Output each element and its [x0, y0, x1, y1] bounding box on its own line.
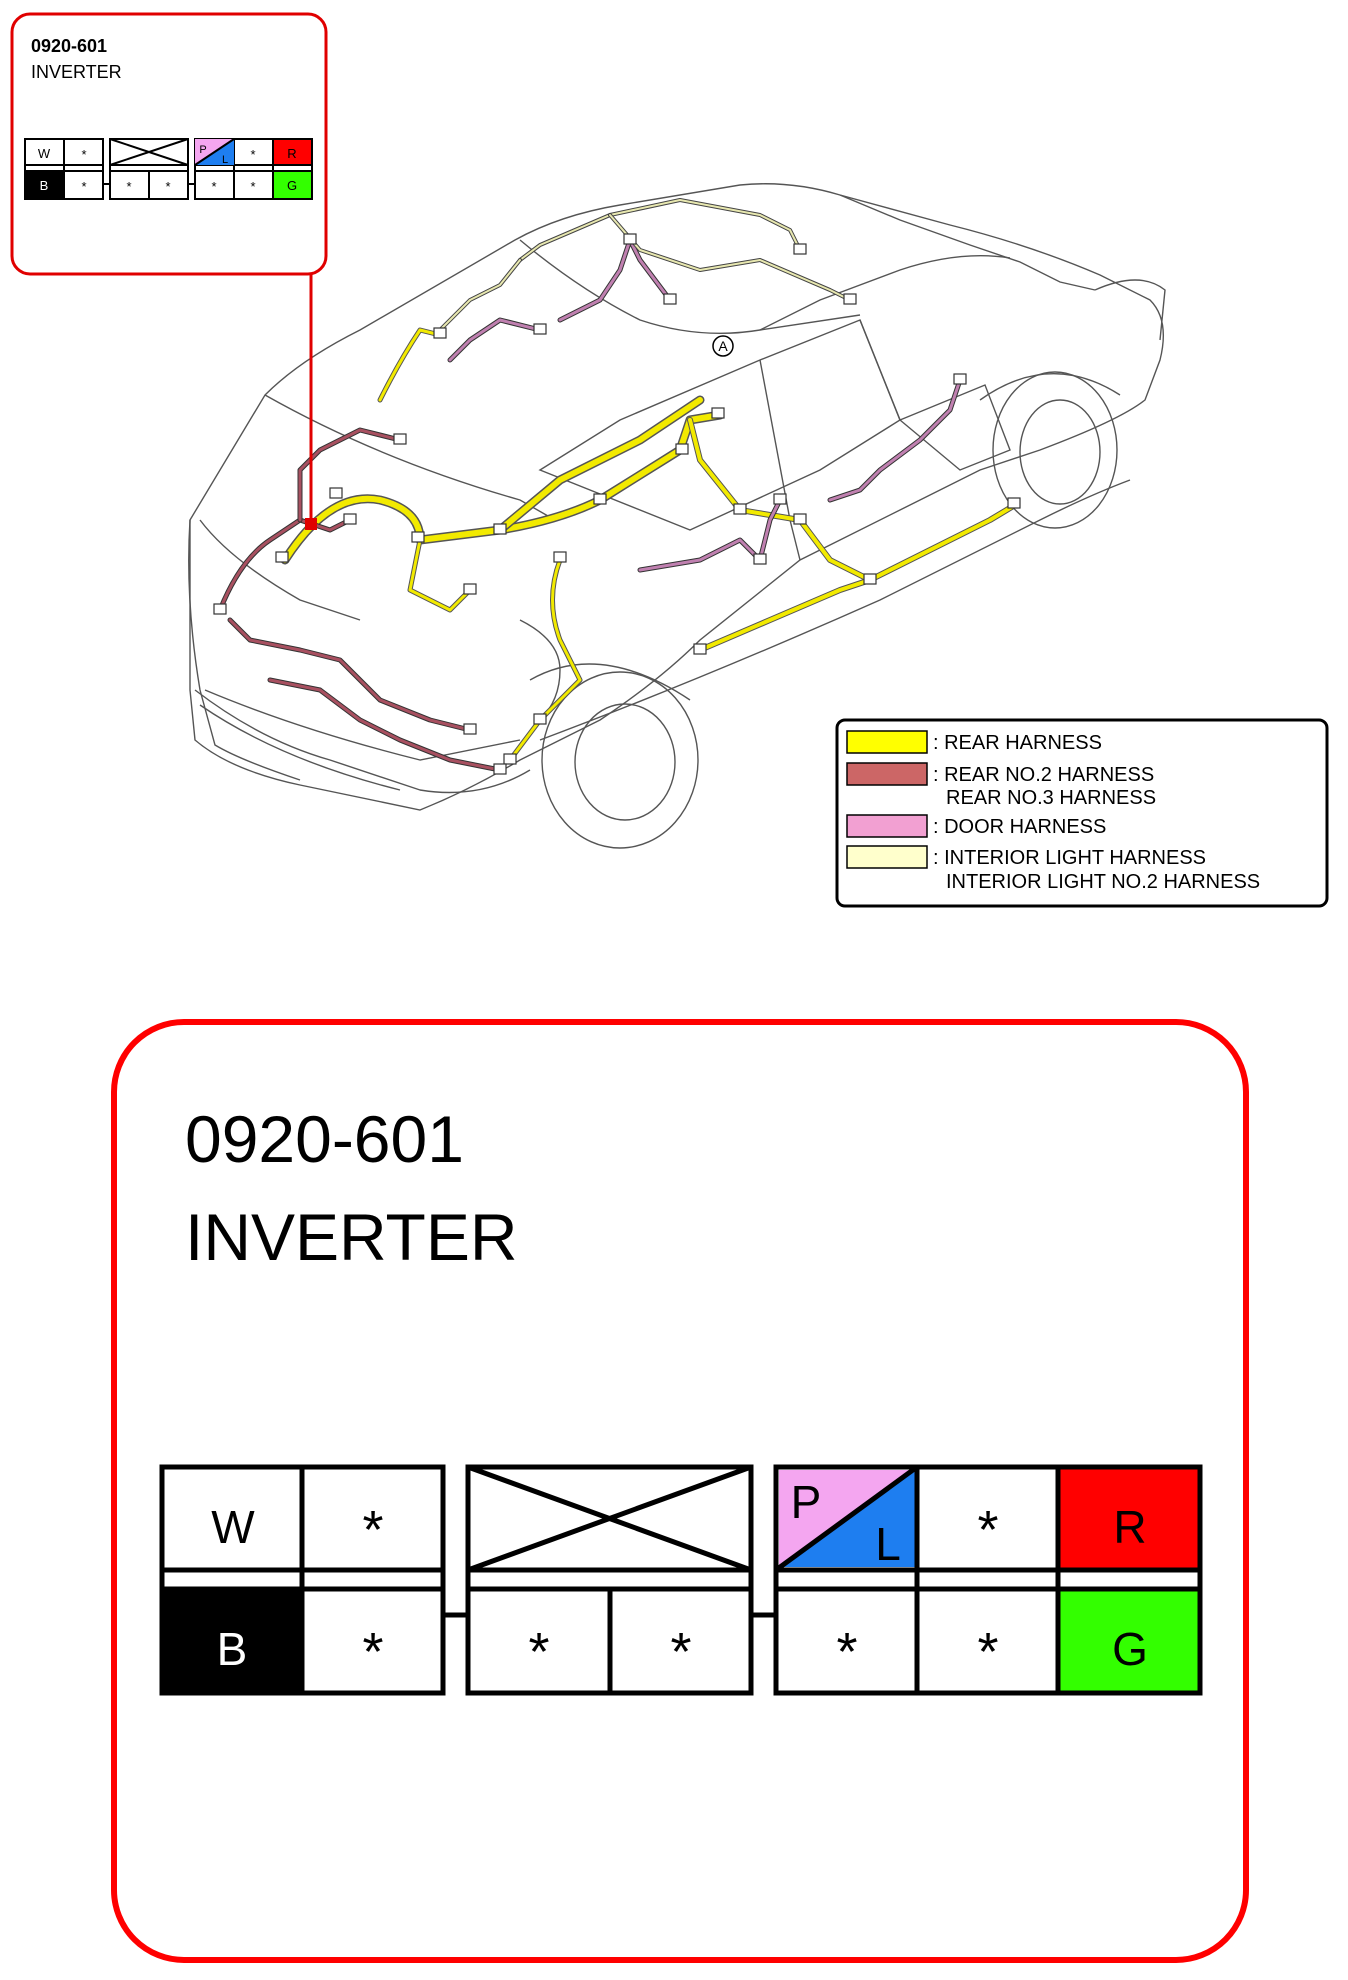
pin-l6-label: *	[977, 1622, 998, 1682]
small-pin-l5: *	[211, 179, 216, 194]
legend-label-door: : DOOR HARNESS	[933, 816, 1106, 838]
small-pin-l3: *	[126, 179, 131, 194]
legend-swatch-door	[846, 814, 928, 838]
pin-l4-label: *	[670, 1622, 691, 1682]
small-connector-code: 0920-601	[31, 36, 107, 56]
small-connector-name: INVERTER	[31, 62, 122, 82]
small-pin-g: G	[287, 178, 297, 193]
connector-name: INVERTER	[185, 1200, 518, 1274]
legend-swatch-rear-no2	[846, 762, 928, 786]
pin-b-cell	[159, 1586, 305, 1696]
small-pin-w: W	[38, 146, 51, 161]
connector-callout-large: 0920-601 INVERTER	[111, 1019, 1249, 1963]
small-pin-u5: *	[250, 147, 255, 162]
legend-label-rear-no2: : REAR NO.2 HARNESS	[933, 764, 1154, 786]
legend-swatch-interior-light	[846, 845, 928, 869]
pin-l5-label: *	[836, 1622, 857, 1682]
legend-swatch-rear	[846, 730, 928, 754]
pin-r-cell	[1055, 1464, 1203, 1573]
door-harness-wires	[447, 237, 963, 573]
connector-location-marker	[305, 270, 317, 530]
small-pin-r: R	[287, 146, 296, 161]
pin-l2-label: *	[362, 1622, 383, 1682]
small-pin-p: P	[199, 144, 206, 156]
pin-b-label: B	[217, 1623, 248, 1675]
connector-code: 0920-601	[185, 1102, 464, 1176]
small-pin-l6: *	[250, 179, 255, 194]
legend-label-rear: : REAR HARNESS	[933, 732, 1102, 754]
rear-no2-harness-wires	[217, 427, 503, 773]
small-pin-l4: *	[165, 179, 170, 194]
pin-l3-label: *	[528, 1622, 549, 1682]
pin-l-label: L	[875, 1518, 901, 1570]
pin-p-label: P	[791, 1476, 822, 1528]
small-connector-face	[24, 138, 313, 200]
pin-u5-label: *	[977, 1500, 998, 1560]
small-pin-l2: *	[81, 179, 86, 194]
rear-harness-wires	[280, 327, 1018, 763]
connector-callout-small: 0920-601 INVERTER	[10, 12, 328, 276]
callout-a: A	[712, 335, 734, 357]
harness-connectors	[213, 233, 1021, 775]
connector-face	[159, 1464, 1203, 1696]
pin-g-label: G	[1112, 1623, 1148, 1675]
small-pin-b: B	[40, 178, 49, 193]
legend-label-interior-light-no2: INTERIOR LIGHT NO.2 HARNESS	[946, 871, 1260, 893]
pin-u2-label: *	[362, 1500, 383, 1560]
callout-a-label: A	[718, 338, 728, 354]
small-pin-l: L	[222, 154, 228, 166]
legend-label-interior-light: : INTERIOR LIGHT HARNESS	[933, 847, 1206, 869]
pin-r-label: R	[1113, 1501, 1146, 1553]
legend-label-rear-no3: REAR NO.3 HARNESS	[946, 787, 1156, 809]
pin-g-cell	[1055, 1586, 1203, 1696]
pin-w-label: W	[211, 1501, 255, 1553]
small-pin-u2: *	[81, 147, 86, 162]
harness-legend: : REAR HARNESS : REAR NO.2 HARNESS REAR …	[835, 718, 1329, 908]
